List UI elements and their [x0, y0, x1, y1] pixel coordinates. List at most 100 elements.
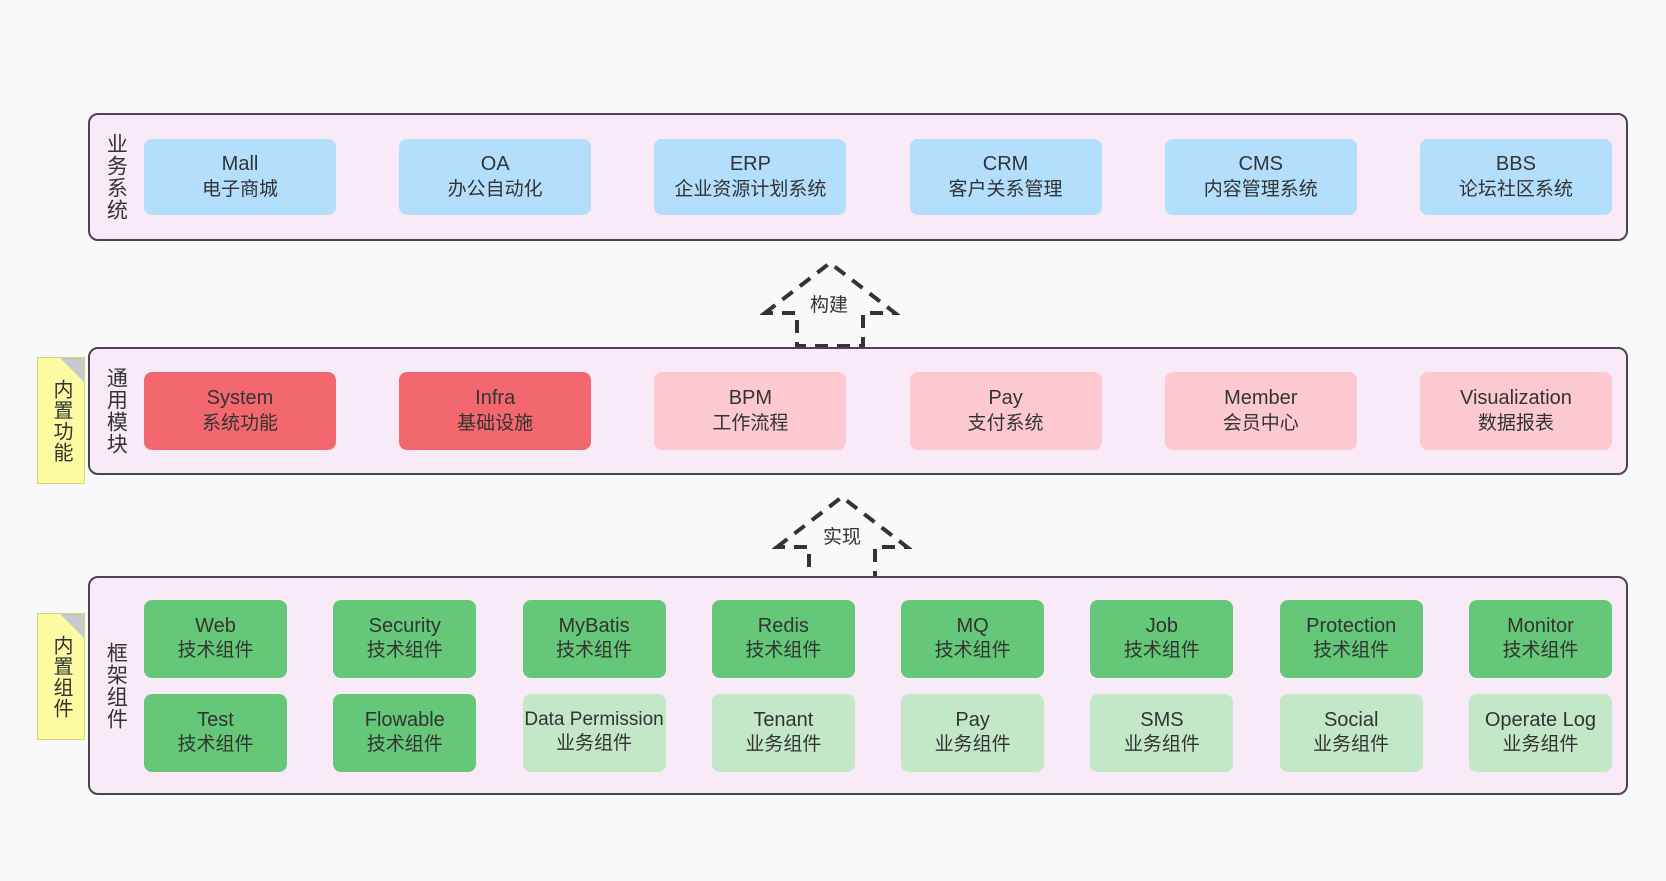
- arrow-build-label: 构建: [810, 295, 849, 316]
- layer-title-common-module: 通用模块: [104, 367, 128, 455]
- node-test[interactable]: Test 技术组件: [144, 693, 287, 772]
- layer-body-common-module: System 系统功能 Infra 基础设施 BPM 工作流程 Pay 支付系统…: [140, 349, 1626, 473]
- node-label-cn: 业务组件: [1123, 734, 1200, 756]
- node-label-en: MyBatis: [558, 614, 630, 637]
- node-label-en: Visualization: [1459, 387, 1572, 410]
- layer-body-business-system: Mall 电子商城 OA 办公自动化 ERP 企业资源计划系统 CRM 客户关系…: [140, 115, 1626, 239]
- node-crm[interactable]: CRM 客户关系管理: [909, 139, 1102, 215]
- note-label: 内置组件: [50, 634, 72, 719]
- node-bpm[interactable]: BPM 工作流程: [654, 372, 847, 450]
- layer-title-framework-component: 框架组件: [104, 641, 128, 730]
- node-label-en: Redis: [757, 614, 809, 637]
- node-label-en: CMS: [1238, 153, 1283, 176]
- node-label-cn: 电子商城: [201, 178, 278, 200]
- node-data-permission[interactable]: Data Permission 业务组件: [522, 693, 666, 772]
- node-label-cn: 数据报表: [1477, 412, 1554, 434]
- node-label-en: Mall: [221, 153, 259, 176]
- node-oa[interactable]: OA 办公自动化: [399, 139, 592, 215]
- node-label-en: MQ: [956, 614, 989, 637]
- node-label-en: Infra: [475, 387, 516, 410]
- node-label-en: Test: [197, 708, 234, 731]
- node-member[interactable]: Member 会员中心: [1164, 372, 1357, 450]
- note-builtin-features: 内置功能: [37, 357, 85, 484]
- node-pay[interactable]: Pay 支付系统: [909, 372, 1102, 450]
- layer-title-business-system: 业务系统: [104, 133, 128, 221]
- node-label-en: Pay: [955, 708, 990, 731]
- node-erp[interactable]: ERP 企业资源计划系统: [654, 139, 847, 215]
- node-label-en: Data Permission: [524, 708, 664, 730]
- node-label-en: BPM: [728, 387, 773, 410]
- note-fold-corner: [60, 614, 84, 638]
- node-row: Web 技术组件 Security 技术组件 MyBatis 技术组件 Redi…: [144, 599, 1612, 678]
- node-tenant[interactable]: Tenant 业务组件: [711, 693, 855, 772]
- node-label-cn: 技术组件: [1123, 640, 1200, 662]
- layer-common-module: 通用模块 System 系统功能 Infra 基础设施 BPM 工作流程 Pay…: [88, 347, 1628, 475]
- note-builtin-components: 内置组件: [37, 613, 85, 740]
- layer-body-framework-component: Web 技术组件 Security 技术组件 MyBatis 技术组件 Redi…: [140, 578, 1626, 793]
- note-label: 内置功能: [50, 378, 72, 463]
- node-label-en: BBS: [1495, 153, 1536, 176]
- arrow-implement-label: 实现: [823, 527, 862, 548]
- node-label-en: Web: [195, 614, 236, 637]
- node-label-cn: 技术组件: [1313, 640, 1390, 662]
- node-label-cn: 内容管理系统: [1203, 178, 1318, 200]
- node-label-en: Flowable: [364, 708, 445, 731]
- node-label-en: Security: [368, 614, 441, 637]
- node-label-cn: 企业资源计划系统: [674, 178, 827, 200]
- node-label-cn: 技术组件: [1502, 640, 1579, 662]
- node-security[interactable]: Security 技术组件: [333, 599, 477, 678]
- node-label-cn: 技术组件: [177, 640, 254, 662]
- node-label-cn: 基础设施: [457, 412, 534, 434]
- node-label-en: ERP: [729, 153, 771, 176]
- node-pay-business[interactable]: Pay 业务组件: [901, 693, 1045, 772]
- node-label-cn: 会员中心: [1222, 412, 1299, 434]
- node-label-en: Tenant: [753, 708, 814, 731]
- node-label-cn: 工作流程: [712, 412, 789, 434]
- node-label-cn: 技术组件: [556, 640, 633, 662]
- node-bbs[interactable]: BBS 论坛社区系统: [1419, 139, 1612, 215]
- layer-framework-component: 框架组件 Web 技术组件 Security 技术组件 MyBatis 技术组件…: [88, 576, 1628, 795]
- node-protection[interactable]: Protection 技术组件: [1279, 599, 1423, 678]
- node-label-cn: 业务组件: [556, 732, 633, 754]
- note-fold-corner: [60, 358, 84, 382]
- node-system[interactable]: System 系统功能: [144, 372, 336, 450]
- node-label-en: Monitor: [1507, 614, 1574, 637]
- node-visualization[interactable]: Visualization 数据报表: [1419, 372, 1612, 450]
- node-redis[interactable]: Redis 技术组件: [711, 599, 855, 678]
- node-web[interactable]: Web 技术组件: [144, 599, 287, 678]
- node-row: Mall 电子商城 OA 办公自动化 ERP 企业资源计划系统 CRM 客户关系…: [144, 139, 1612, 215]
- node-label-cn: 办公自动化: [447, 178, 543, 200]
- node-label-en: Pay: [988, 387, 1023, 410]
- node-label-cn: 业务组件: [1502, 734, 1579, 756]
- node-label-cn: 支付系统: [967, 412, 1044, 434]
- node-label-en: Member: [1224, 387, 1298, 410]
- node-operate-log[interactable]: Operate Log 业务组件: [1468, 693, 1612, 772]
- arrow-implement: [772, 494, 912, 582]
- node-monitor[interactable]: Monitor 技术组件: [1468, 599, 1612, 678]
- node-label-cn: 论坛社区系统: [1458, 178, 1573, 200]
- node-mq[interactable]: MQ 技术组件: [901, 599, 1045, 678]
- node-label-en: Operate Log: [1484, 708, 1597, 731]
- node-label-cn: 技术组件: [745, 640, 822, 662]
- node-label-cn: 技术组件: [366, 734, 443, 756]
- node-infra[interactable]: Infra 基础设施: [399, 372, 592, 450]
- node-label-en: CRM: [982, 153, 1029, 176]
- node-mybatis[interactable]: MyBatis 技术组件: [522, 599, 666, 678]
- node-label-en: Social: [1323, 708, 1379, 731]
- node-label-en: System: [206, 387, 274, 410]
- node-label-cn: 业务组件: [934, 734, 1011, 756]
- node-flowable[interactable]: Flowable 技术组件: [333, 693, 477, 772]
- node-label-cn: 业务组件: [745, 734, 822, 756]
- node-sms[interactable]: SMS 业务组件: [1090, 693, 1234, 772]
- node-mall[interactable]: Mall 电子商城: [144, 139, 336, 215]
- layer-business-system: 业务系统 Mall 电子商城 OA 办公自动化 ERP 企业资源计划系统 CRM…: [88, 113, 1628, 241]
- node-cms[interactable]: CMS 内容管理系统: [1164, 139, 1357, 215]
- node-label-cn: 系统功能: [201, 412, 278, 434]
- node-label-cn: 业务组件: [1313, 734, 1390, 756]
- node-job[interactable]: Job 技术组件: [1090, 599, 1234, 678]
- node-label-cn: 技术组件: [177, 734, 254, 756]
- node-row: System 系统功能 Infra 基础设施 BPM 工作流程 Pay 支付系统…: [144, 372, 1612, 450]
- node-social[interactable]: Social 业务组件: [1279, 693, 1423, 772]
- node-label-en: SMS: [1140, 708, 1184, 731]
